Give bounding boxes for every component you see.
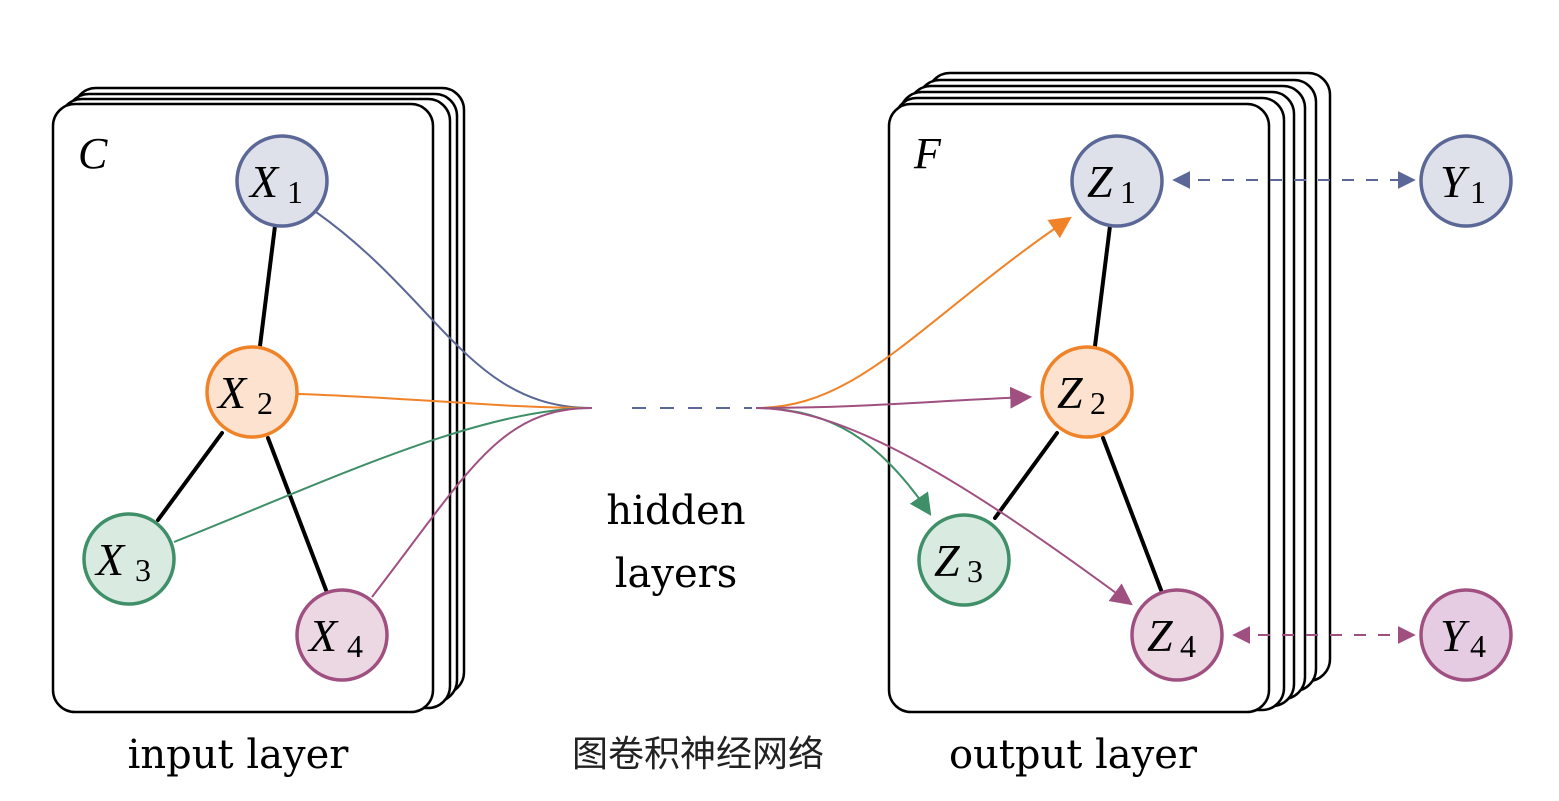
target-links bbox=[1172, 171, 1416, 644]
svg-text:3: 3 bbox=[135, 552, 151, 588]
edge-x2-x3 bbox=[156, 431, 224, 522]
svg-text:1: 1 bbox=[1120, 174, 1136, 210]
edge-z2-z4 bbox=[1101, 436, 1163, 592]
svg-text:Z: Z bbox=[1147, 610, 1173, 661]
svg-text:Z: Z bbox=[934, 535, 960, 586]
svg-text:X: X bbox=[248, 156, 280, 207]
node-y1: Y 1 bbox=[1419, 134, 1513, 228]
node-x1: X 1 bbox=[235, 134, 329, 228]
svg-text:4: 4 bbox=[1180, 628, 1196, 664]
input-to-hidden-curves bbox=[173, 211, 593, 598]
arrow-hidden-z4 bbox=[755, 407, 1133, 606]
svg-text:1: 1 bbox=[1470, 174, 1486, 210]
svg-text:3: 3 bbox=[967, 553, 983, 589]
svg-text:4: 4 bbox=[347, 628, 363, 664]
input-graph-edges bbox=[156, 224, 328, 592]
input-layer-caption: input layer bbox=[128, 732, 350, 778]
svg-text:X: X bbox=[94, 534, 126, 585]
node-z1: Z 1 bbox=[1070, 134, 1164, 228]
edge-z1-z2 bbox=[1093, 224, 1112, 348]
svg-text:2: 2 bbox=[257, 385, 273, 421]
curve-x1-hidden bbox=[315, 211, 593, 409]
svg-text:X: X bbox=[307, 610, 339, 661]
edge-x2-x4 bbox=[266, 436, 328, 592]
node-x4: X 4 bbox=[295, 588, 389, 682]
node-x3: X 3 bbox=[82, 512, 176, 606]
hidden-to-output-arrows bbox=[755, 216, 1133, 606]
node-y4: Y 4 bbox=[1419, 588, 1513, 682]
arrow-hidden-z2 bbox=[755, 386, 1033, 409]
arrow-hidden-z1 bbox=[755, 216, 1072, 409]
curve-x3-hidden bbox=[173, 407, 593, 543]
svg-text:Y: Y bbox=[1440, 610, 1470, 661]
edge-z2-z3 bbox=[993, 431, 1059, 520]
node-z3: Z 3 bbox=[917, 513, 1011, 607]
edge-x1-x2 bbox=[258, 224, 277, 348]
curve-x4-hidden bbox=[371, 407, 593, 598]
node-z4: Z 4 bbox=[1130, 588, 1224, 682]
node-z2: Z 2 bbox=[1040, 345, 1134, 439]
svg-text:Y: Y bbox=[1440, 156, 1470, 207]
svg-text:4: 4 bbox=[1470, 628, 1486, 664]
output-panel-label: F bbox=[913, 129, 942, 178]
svg-text:Z: Z bbox=[1057, 367, 1083, 418]
input-panel-label: C bbox=[78, 129, 108, 178]
node-x2: X 2 bbox=[205, 345, 299, 439]
output-graph-edges bbox=[993, 224, 1163, 592]
curve-x2-hidden bbox=[297, 393, 593, 409]
hidden-layers-caption-line1: hidden bbox=[606, 488, 745, 534]
svg-text:Z: Z bbox=[1087, 156, 1113, 207]
diagram-title: 图卷积神经网络 bbox=[572, 734, 824, 775]
svg-text:X: X bbox=[216, 367, 248, 418]
output-layer-caption: output layer bbox=[949, 732, 1198, 778]
hidden-layers-caption-line2: layers bbox=[615, 551, 738, 597]
svg-text:2: 2 bbox=[1090, 385, 1106, 421]
svg-text:1: 1 bbox=[287, 174, 303, 210]
